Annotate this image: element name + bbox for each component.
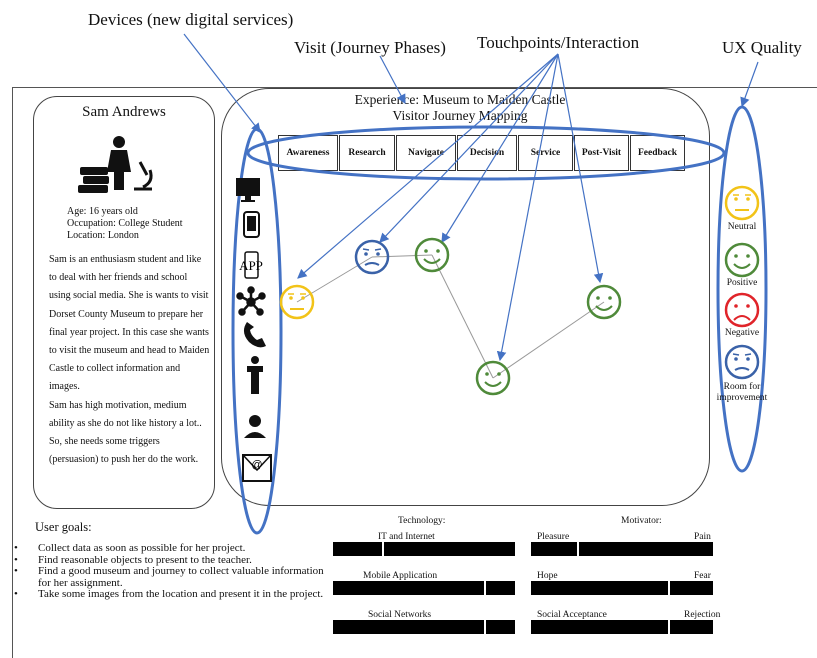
motivator-right-label: Fear xyxy=(694,571,711,581)
phase-decision: Decision xyxy=(457,135,517,171)
arrow-devices xyxy=(183,33,261,133)
goal-item: Find a good museum and journey to collec… xyxy=(14,565,328,589)
annotation-arrows xyxy=(183,33,759,362)
motivator-left-label: Pleasure xyxy=(537,532,570,542)
microscope-icon xyxy=(134,161,153,191)
page-frame xyxy=(12,87,817,658)
ux-positive-icon xyxy=(724,242,760,278)
ux-label-neutral: Neutral xyxy=(727,222,757,232)
phase-post-visit: Post-Visit xyxy=(574,135,629,171)
ux-neutral-icon xyxy=(724,185,760,221)
persona-age: Age: 16 years old xyxy=(67,206,138,217)
ux-improvement-icon xyxy=(724,344,760,380)
phase-awareness: Awareness xyxy=(278,135,338,171)
books-icon xyxy=(78,167,109,193)
motivator-bar-acceptance xyxy=(531,620,713,634)
tech-bar-social xyxy=(333,620,515,634)
app-label: APP xyxy=(239,258,263,273)
arrow-ux xyxy=(740,61,759,108)
ux-label-positive: Positive xyxy=(726,278,758,288)
tech-bar-marker xyxy=(484,620,487,634)
persona-bio-text: Sam is an enthusiasm student and like to… xyxy=(49,254,210,393)
motivator-bar-marker xyxy=(667,581,670,595)
motivator-right-label: Rejection xyxy=(684,610,721,620)
annotation-visit: Visit (Journey Phases) xyxy=(294,38,446,57)
motivator-bar-marker xyxy=(667,620,670,634)
support-agent-icon xyxy=(244,415,266,438)
telephone-icon xyxy=(243,322,266,348)
phases-highlight-ellipse xyxy=(246,125,726,181)
goal-item: Collect data as soon as possible for her… xyxy=(14,542,328,555)
persona-location: Location: London xyxy=(67,230,139,241)
network-icon xyxy=(236,286,266,316)
tech-bar-it xyxy=(333,542,515,556)
motivator-bar-pleasure xyxy=(531,542,713,556)
phase-feedback: Feedback xyxy=(630,135,685,171)
persona-info: Age: 16 years old Occupation: College St… xyxy=(67,206,183,242)
app-icon: APP xyxy=(239,251,263,279)
arrow-touch-3 xyxy=(441,53,559,244)
persona-bio-text-2: Sam has high motivation, medium ability … xyxy=(49,399,202,466)
annotation-touchpoints: Touchpoints/Interaction xyxy=(477,33,640,52)
email-icon: @ xyxy=(242,454,272,482)
phase-research: Research xyxy=(339,135,395,171)
technology-title: Technology: xyxy=(398,516,446,526)
monitor-icon xyxy=(236,178,260,202)
goals-list: Collect data as soon as possible for her… xyxy=(14,542,328,601)
kiosk-icon xyxy=(247,356,263,394)
persona-card xyxy=(33,96,215,509)
tech-label-mobile: Mobile Application xyxy=(363,571,438,581)
student-icon xyxy=(107,136,131,190)
motivator-title: Motivator: xyxy=(621,516,662,526)
experience-title-line2: Visitor Journey Mapping xyxy=(392,108,528,123)
annotation-ux-quality: UX Quality xyxy=(722,38,802,57)
tech-label-it: IT and Internet xyxy=(378,532,435,542)
journey-box xyxy=(221,88,710,506)
experience-title-line1: Experience: Museum to Maiden Castle xyxy=(354,92,566,107)
arrow-touch-2 xyxy=(379,53,559,243)
journey-path xyxy=(296,254,605,379)
goals-title: User goals: xyxy=(35,520,92,534)
phase-navigate: Navigate xyxy=(396,135,456,171)
ux-label-improvement: Room for improvement xyxy=(716,382,768,403)
persona-occupation: Occupation: College Student xyxy=(67,218,183,229)
tech-label-social: Social Networks xyxy=(368,610,432,620)
persona-bio: Sam is an enthusiasm student and like to… xyxy=(49,251,211,469)
ux-negative-icon xyxy=(724,292,760,328)
journey-phases: Awareness Research Navigate Decision Ser… xyxy=(278,135,686,171)
tech-bar-marker xyxy=(382,542,385,556)
tech-bar-marker xyxy=(484,581,487,595)
motivator-left-label: Hope xyxy=(537,571,558,581)
goal-item: Take some images from the location and p… xyxy=(14,588,328,601)
annotation-devices: Devices (new digital services) xyxy=(88,10,294,29)
arrow-touch-1 xyxy=(297,53,559,279)
experience-title: Experience: Museum to Maiden Castle Visi… xyxy=(310,92,610,124)
arrow-touch-4 xyxy=(496,53,559,362)
tech-bar-mobile xyxy=(333,581,515,595)
arrow-touch-5 xyxy=(557,53,604,284)
persona-name: Sam Andrews xyxy=(82,104,166,120)
motivator-left-label: Social Acceptance xyxy=(537,610,607,620)
arrow-visit xyxy=(379,55,406,105)
phone-icon xyxy=(243,211,260,238)
ux-highlight-ellipse xyxy=(716,105,768,473)
motivator-bar-hope xyxy=(531,581,713,595)
svg-text:@: @ xyxy=(251,459,262,471)
devices-highlight-ellipse xyxy=(231,127,283,535)
motivator-bar-marker xyxy=(576,542,579,556)
phase-service: Service xyxy=(518,135,573,171)
goal-item: Find reasonable objects to present to th… xyxy=(14,554,328,567)
ux-label-negative: Negative xyxy=(724,328,760,338)
motivator-right-label: Pain xyxy=(694,532,711,542)
